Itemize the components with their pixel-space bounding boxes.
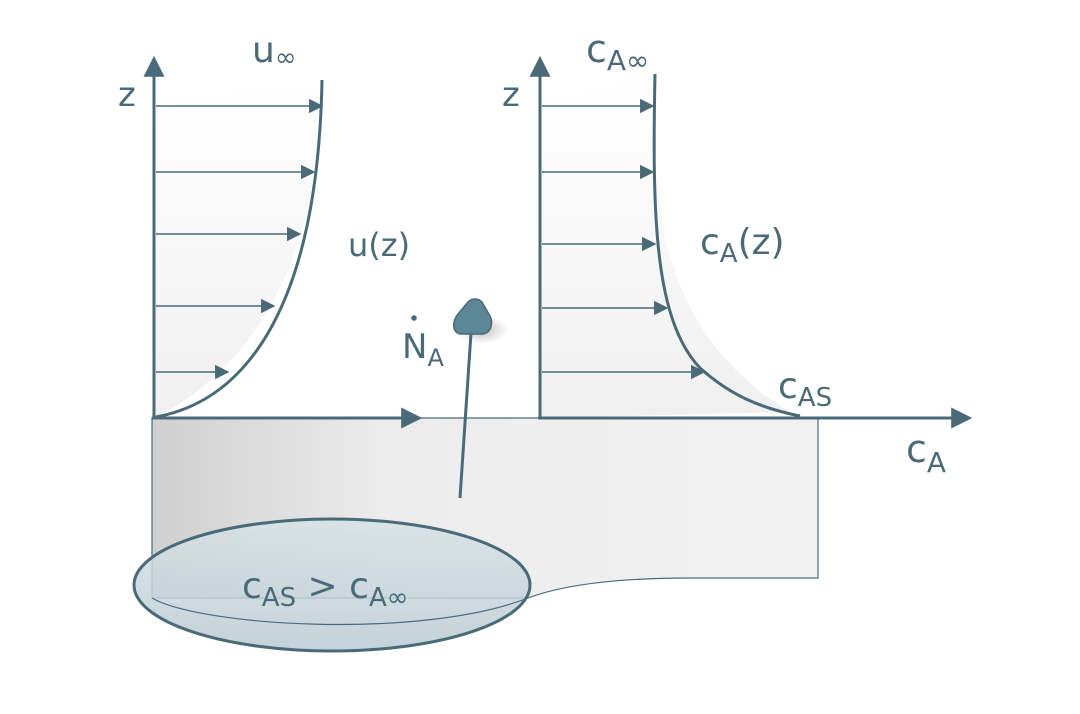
velocity-profile-curve [155,79,324,419]
cond-sub-2: A∞ [369,583,408,613]
concentration-profile-area [540,74,790,418]
z-label-left: z [118,75,136,115]
cas-base: c [778,366,798,407]
ca-axis-base: c [906,427,927,471]
ca-infinity-base: c [586,27,607,71]
cond-base-2: c [349,566,369,607]
cond-base-1: c [242,566,262,607]
u-infinity-label: u∞ [252,30,297,73]
ca-axis-sub: A [927,446,946,479]
ca-of-z-base: c [700,222,720,263]
na-flux-label: NA [402,327,444,372]
flux-arrow-head [453,298,493,335]
u-infinity-sub: ∞ [275,43,297,73]
flux-arrow-shaft [458,317,474,499]
cond-operator: > [296,566,349,607]
na-sub: A [427,344,444,372]
z-label-right: z [502,75,520,115]
u-infinity-base: u [252,30,275,71]
na-base: N [402,327,427,367]
cas-sub: AS [798,383,832,413]
ca-infinity-label: cA∞ [586,27,649,77]
velocity-profile-area [154,80,322,418]
cond-sub-1: AS [262,583,296,613]
slab-edge-through-ellipse [151,597,529,626]
u-of-z-label: u(z) [348,226,410,264]
ca-of-z-tail: (z) [738,222,785,263]
ca-of-z-sub: A [720,239,738,269]
surface-condition-label: cAS > cA∞ [242,566,408,613]
concentration-profile-curve [652,73,801,418]
cas-label: cAS [778,366,832,413]
ca-infinity-sub: A∞ [607,44,649,77]
ca-axis-label: cA [906,427,946,479]
na-dot [411,315,417,321]
ca-of-z-label: cA(z) [700,222,785,269]
